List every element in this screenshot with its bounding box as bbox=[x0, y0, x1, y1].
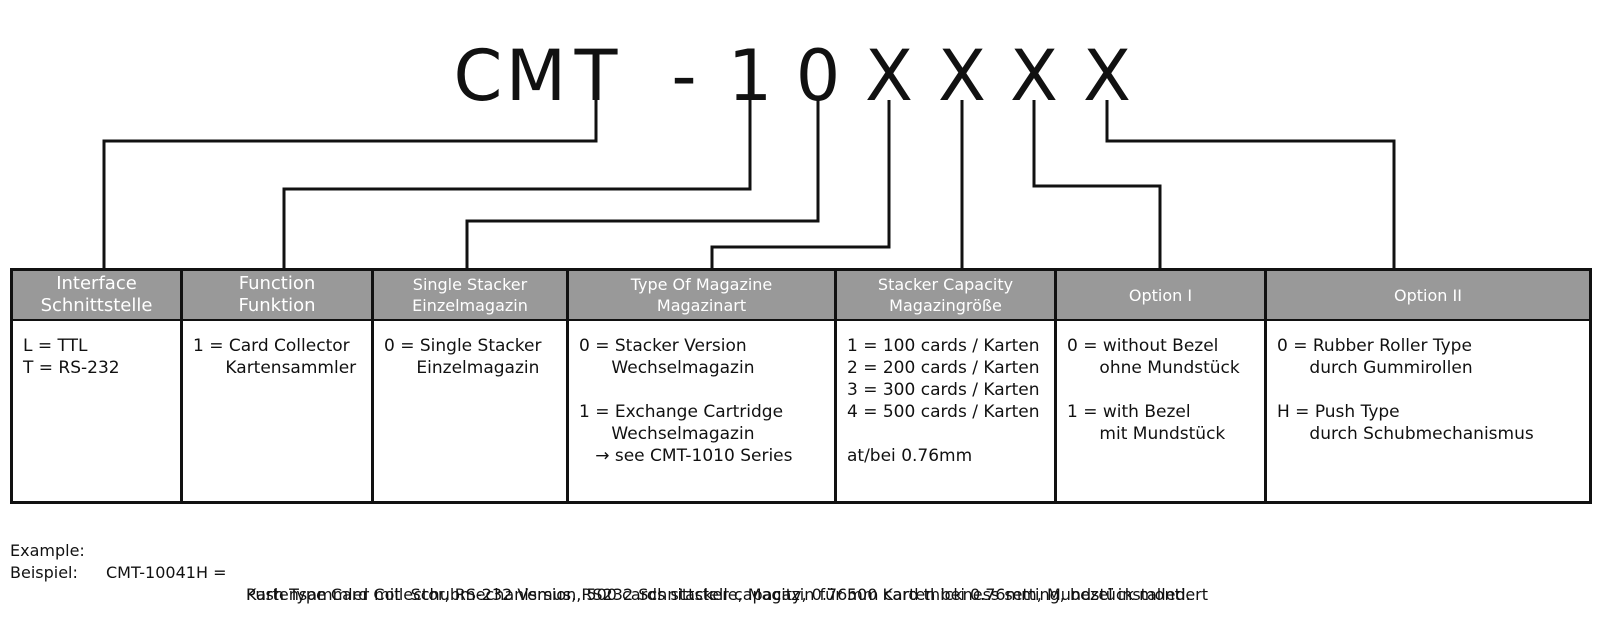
option-line: 1 = Card Collector bbox=[193, 336, 350, 356]
option-line: 3 = 300 cards / Karten bbox=[847, 380, 1040, 400]
spacer bbox=[847, 423, 1044, 445]
header-line: Einzelmagazin bbox=[412, 296, 528, 315]
example-row-en: Example: CMT-10041H = Push Type Card Col… bbox=[10, 518, 1191, 604]
header-line: Magazinart bbox=[656, 296, 747, 315]
column-option-1: Option I 0 = without Bezel ohne Mundstüc… bbox=[1057, 271, 1267, 501]
option-line: 1 = Exchange Cartridge bbox=[579, 402, 784, 422]
column-header: Function Funktion bbox=[183, 271, 371, 321]
option-line: mit Mundstück bbox=[1067, 424, 1226, 444]
header-line: Stacker Capacity bbox=[877, 275, 1014, 294]
option-line: 4 = 500 cards / Karten bbox=[847, 402, 1040, 422]
column-body: 1 = Card Collector Kartensammler bbox=[183, 321, 371, 379]
connector-option-1 bbox=[1032, 100, 1162, 268]
option-line: Einzelmagazin bbox=[384, 358, 540, 378]
connector-interface bbox=[102, 100, 598, 268]
option-line: Kartensammler bbox=[193, 358, 357, 378]
option-line: 0 = without Bezel bbox=[1067, 336, 1219, 356]
code-char-dash: - bbox=[671, 35, 697, 117]
option-line: durch Schubmechanismus bbox=[1277, 424, 1534, 444]
column-single-stacker: Single Stacker Einzelmagazin 0 = Single … bbox=[374, 271, 569, 501]
header-line: Function bbox=[238, 273, 316, 294]
option-line: durch Gummirollen bbox=[1277, 358, 1473, 378]
header-line: Schnittstelle bbox=[40, 295, 153, 316]
example-note: Example: CMT-10041H = Push Type Card Col… bbox=[10, 518, 1208, 604]
header-line: Magazingröße bbox=[889, 296, 1002, 315]
option-line: Wechselmagazin bbox=[579, 424, 755, 444]
option-line: Wechselmagazin bbox=[579, 358, 755, 378]
header-line: Option II bbox=[1394, 285, 1462, 305]
column-body: 0 = without Bezel ohne Mundstück 1 = wit… bbox=[1057, 321, 1264, 445]
column-interface: Interface Schnittstelle L = TTL T = RS-2… bbox=[13, 271, 183, 501]
connector-function bbox=[282, 100, 752, 268]
column-header: Interface Schnittstelle bbox=[13, 271, 180, 321]
example-text-en: Push Type Card Collector, RS-232 Version… bbox=[246, 585, 1191, 604]
connector-lines bbox=[102, 100, 1396, 268]
column-function: Function Funktion 1 = Card Collector Kar… bbox=[183, 271, 374, 501]
header-line: Funktion bbox=[238, 295, 316, 316]
option-line: 1 = 100 cards / Karten bbox=[847, 336, 1040, 356]
header-line: Type Of Magazine bbox=[630, 275, 773, 294]
column-header: Option I bbox=[1057, 271, 1264, 321]
option-line: T = RS-232 bbox=[23, 358, 120, 378]
column-stacker-capacity: Stacker Capacity Magazingröße 1 = 100 ca… bbox=[837, 271, 1057, 501]
column-body: L = TTL T = RS-232 bbox=[13, 321, 180, 379]
see-also-line: → see CMT-1010 Series bbox=[579, 446, 793, 466]
header-line: Option I bbox=[1128, 285, 1193, 305]
column-header: Option II bbox=[1267, 271, 1589, 321]
option-line: 0 = Stacker Version bbox=[579, 336, 747, 356]
example-label: Beispiel: bbox=[10, 563, 78, 582]
column-header: Type Of Magazine Magazinart bbox=[569, 271, 834, 321]
spacer bbox=[1277, 379, 1579, 401]
connector-single-stacker bbox=[465, 100, 820, 268]
option-line: ohne Mundstück bbox=[1067, 358, 1240, 378]
connector-magazine-type bbox=[710, 100, 891, 268]
header-line: Single Stacker bbox=[412, 275, 528, 294]
column-header: Single Stacker Einzelmagazin bbox=[374, 271, 566, 321]
options-table: Interface Schnittstelle L = TTL T = RS-2… bbox=[10, 268, 1592, 504]
column-magazine-type: Type Of Magazine Magazinart 0 = Stacker … bbox=[569, 271, 837, 501]
header-line: Interface bbox=[56, 273, 137, 294]
column-body: 0 = Single Stacker Einzelmagazin bbox=[374, 321, 566, 379]
option-line: 0 = Rubber Roller Type bbox=[1277, 336, 1472, 356]
option-line: H = Push Type bbox=[1277, 402, 1400, 422]
code-char-m: M bbox=[505, 35, 567, 117]
example-label: Example: bbox=[10, 541, 85, 560]
option-line: L = TTL bbox=[23, 336, 88, 356]
example-row-de: Beispiel: Kartensammler mit Schubmechani… bbox=[10, 540, 1208, 604]
column-body: 1 = 100 cards / Karten 2 = 200 cards / K… bbox=[837, 321, 1054, 467]
column-option-2: Option II 0 = Rubber Roller Type durch G… bbox=[1267, 271, 1589, 501]
example-code: CMT-10041H = bbox=[106, 563, 227, 582]
example-text-de: Kartensammler mit Schubmechanismus, RS23… bbox=[246, 585, 1209, 604]
code-char-c: C bbox=[453, 35, 503, 117]
spacer bbox=[579, 379, 824, 401]
column-header: Stacker Capacity Magazingröße bbox=[837, 271, 1054, 321]
option-line: 2 = 200 cards / Karten bbox=[847, 358, 1040, 378]
column-body: 0 = Stacker Version Wechselmagazin 1 = E… bbox=[569, 321, 834, 467]
spacer bbox=[1067, 379, 1254, 401]
option-line: at/bei 0.76mm bbox=[847, 446, 973, 466]
option-line: 0 = Single Stacker bbox=[384, 336, 542, 356]
connector-option-2 bbox=[1105, 100, 1396, 268]
column-body: 0 = Rubber Roller Type durch Gummirollen… bbox=[1267, 321, 1589, 445]
option-line: 1 = with Bezel bbox=[1067, 402, 1191, 422]
